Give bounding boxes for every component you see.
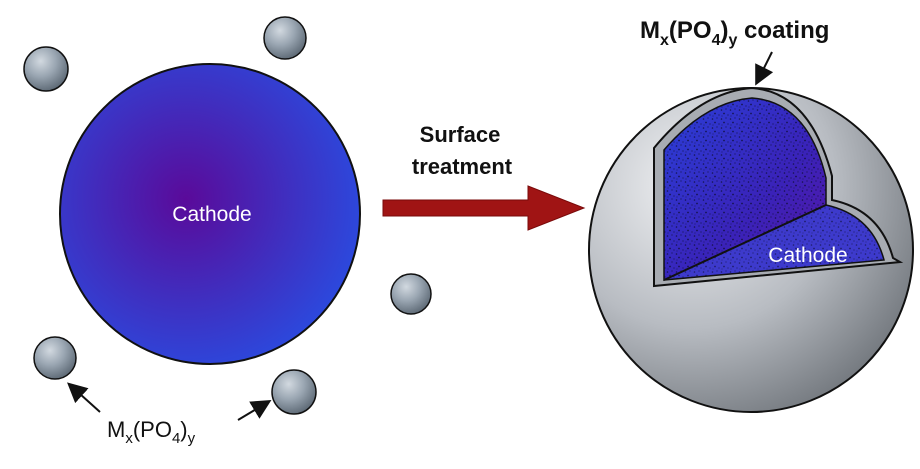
- pointer-arrow-left: [67, 382, 101, 413]
- coating-label: Mx(PO4)y coating: [640, 17, 829, 49]
- coating-particle-3: [390, 273, 432, 315]
- process-label-line2: treatment: [412, 154, 513, 179]
- cut-edge: [663, 204, 827, 281]
- coating-particle-5: [271, 369, 317, 415]
- coating-particle-1: [23, 46, 69, 92]
- pointer-arrow-right: [237, 399, 272, 421]
- coating-particle-2: [263, 16, 307, 60]
- particle-label: Mx(PO4)y: [107, 417, 196, 447]
- process-label-line1: Surface: [420, 122, 501, 147]
- cutaway-face-vertical-speckle: [664, 98, 826, 280]
- cathode-label-right: Cathode: [768, 244, 847, 267]
- cathode-label-left: Cathode: [172, 203, 251, 226]
- cathode-core: [59, 63, 361, 365]
- coating-pointer-arrow: [755, 51, 774, 86]
- cutaway-face-horizontal-speckle: [664, 205, 884, 280]
- process-arrow: [382, 185, 586, 231]
- coating-particle-4: [33, 336, 77, 380]
